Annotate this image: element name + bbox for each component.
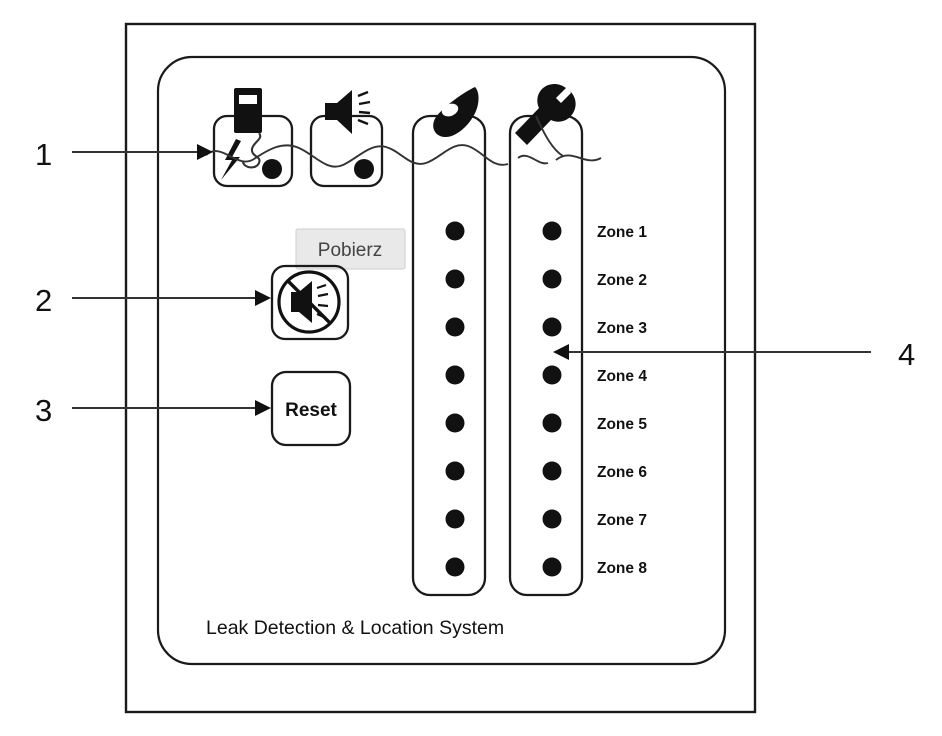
zone-row[interactable]: Zone 5 [445, 413, 648, 434]
cutaway-wave-line [205, 115, 602, 168]
callout-3: 3 [35, 393, 271, 428]
zone-label: Zone 8 [597, 560, 647, 577]
callout-3-number: 3 [35, 393, 52, 428]
leak-led [445, 221, 465, 241]
mute-button-outline [270, 264, 350, 341]
leak-led [445, 365, 465, 385]
zone-label: Zone 6 [597, 464, 647, 481]
panel-title: Leak Detection & Location System [206, 617, 504, 639]
callout-1-number: 1 [35, 137, 52, 172]
callout-2-arrowhead [255, 290, 271, 306]
audible-alarm-indicator-box[interactable] [309, 90, 384, 188]
callout-4-number: 4 [898, 337, 915, 372]
alarm-led [354, 159, 374, 179]
zone-row[interactable]: Zone 8 [445, 557, 648, 578]
callout-3-arrowhead [255, 400, 271, 416]
reset-button-outline [270, 370, 352, 447]
zone-label: Zone 5 [597, 416, 647, 433]
leak-led [445, 269, 465, 289]
zone-row[interactable]: Zone 3 [445, 317, 648, 338]
zone-row[interactable]: Zone 1 [445, 221, 648, 242]
callout-1: 1 [35, 137, 213, 172]
leak-led-column[interactable] [411, 87, 487, 597]
fault-led [542, 461, 562, 481]
outer-frame [124, 22, 757, 714]
battery-lightning-icon [221, 88, 262, 180]
zone-label: Zone 4 [597, 368, 647, 385]
zone-row[interactable]: Zone 6 [445, 461, 648, 482]
callout-2: 2 [35, 283, 271, 318]
leak-led [445, 509, 465, 529]
fault-led [542, 269, 562, 289]
download-tooltip[interactable]: Pobierz [295, 228, 406, 270]
zone-label: Zone 7 [597, 512, 647, 529]
reset-button[interactable]: Reset [270, 370, 352, 447]
callout-4: 4 [553, 337, 915, 372]
power-fault-indicator-box[interactable] [212, 88, 294, 188]
callout-1-arrowhead [197, 144, 213, 160]
tooltip-label: Pobierz [318, 240, 382, 261]
fault-led [542, 365, 562, 385]
fault-led [542, 317, 562, 337]
speaker-icon [325, 90, 371, 134]
fault-led [542, 221, 562, 241]
leak-led [445, 413, 465, 433]
fault-led [542, 509, 562, 529]
water-droplet-icon [433, 87, 479, 138]
wrench-icon [515, 83, 576, 145]
zone-label: Zone 3 [597, 320, 647, 337]
power-led [262, 159, 282, 179]
zone-row[interactable]: Zone 7 [445, 509, 647, 530]
leak-led [445, 461, 465, 481]
callout-2-number: 2 [35, 283, 52, 318]
fault-led [542, 557, 562, 577]
control-panel-body [156, 55, 727, 666]
zone-label: Zone 1 [597, 224, 647, 241]
zone-row[interactable]: Zone 4 [445, 365, 648, 386]
reset-button-label: Reset [285, 400, 337, 421]
leak-led [445, 557, 465, 577]
mute-button[interactable] [270, 264, 350, 341]
zone-row[interactable]: Zone 2 [445, 269, 647, 290]
fault-led-column[interactable] [508, 83, 584, 597]
callout-4-arrowhead [553, 344, 569, 360]
speaker-mute-icon [277, 270, 341, 334]
fault-led [542, 413, 562, 433]
tooltip-background [295, 228, 406, 270]
zone-label: Zone 2 [597, 272, 647, 289]
leak-led [445, 317, 465, 337]
